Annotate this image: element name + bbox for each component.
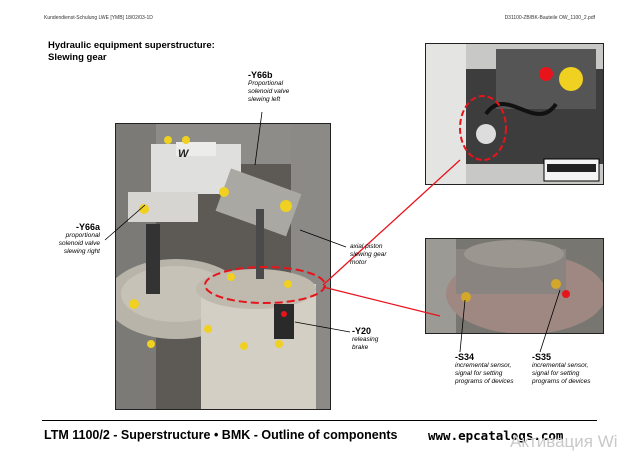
pointer-s35	[539, 289, 561, 353]
label-y66b-desc-1: Proportional	[248, 80, 284, 87]
label-y66b-desc-2: solenoid valve	[248, 88, 290, 95]
label-s34-desc-2: signal for setting	[455, 370, 503, 377]
page-header-right: D31100-ZB/BK-Bauteile OW_1100_2.pdf	[504, 15, 595, 21]
label-y66a-desc-3: slewing right	[63, 248, 100, 255]
label-y20-desc-1: releasing	[352, 336, 379, 343]
label-motor-desc-1: axial piston	[350, 243, 383, 250]
red-link-overview	[322, 159, 461, 286]
label-s35-desc-1: incremental sensor,	[532, 362, 589, 369]
label-y66b-code: -Y66b	[248, 70, 273, 80]
page-footer: LTM 1100/2 - Superstructure • BMK - Outl…	[44, 428, 398, 442]
footer-divider	[42, 420, 597, 421]
label-y66a-desc-2: solenoid valve	[58, 240, 100, 247]
title-line-2: Slewing gear	[48, 52, 107, 63]
pointer-y66a	[104, 204, 146, 241]
label-s35-desc-2: signal for setting	[532, 370, 580, 377]
label-y66b-desc-3: slewing left	[248, 96, 281, 103]
label-s34-code: -S34	[455, 352, 475, 362]
main-photo-slewing-gear	[115, 123, 331, 410]
motor-highlight-ellipse	[204, 266, 326, 304]
label-motor-desc-2: slewing gear	[350, 251, 387, 258]
label-y20-desc-2: brake	[352, 344, 369, 351]
label-s34-desc-3: programs of devices	[455, 378, 514, 385]
title-line-1: Hydraulic equipment superstructure:	[48, 40, 215, 51]
label-s35-desc-3: programs of devices	[532, 378, 591, 385]
label-y66b: -Y66b Proportional solenoid valve slewin…	[248, 70, 289, 104]
label-motor: axial piston slewing gear motor	[350, 243, 387, 267]
label-s34: -S34 incremental sensor, signal for sett…	[455, 352, 514, 386]
label-y20: -Y20 releasing brake	[352, 326, 378, 352]
label-s34-desc-1: incremental sensor,	[455, 362, 512, 369]
label-s35: -S35 incremental sensor, signal for sett…	[532, 352, 591, 386]
pointer-y20	[294, 321, 351, 333]
photo-marking-text: W	[178, 148, 189, 160]
sensor-detail-photo	[425, 238, 604, 334]
label-y66a: -Y66a proportional solenoid valve slewin…	[36, 222, 100, 256]
label-y20-code: -Y20	[352, 326, 372, 336]
overview-highlight-ellipse	[459, 95, 507, 161]
label-y66a-code: -Y66a	[75, 222, 100, 232]
red-link-sensor	[322, 286, 441, 317]
website-watermark[interactable]: www.epcatalogs.com	[428, 428, 564, 443]
pointer-y66b	[254, 111, 263, 166]
activation-watermark: Активация Wi	[510, 432, 618, 451]
pointer-s34	[459, 299, 466, 353]
label-s35-code: -S35	[532, 352, 552, 362]
label-motor-desc-3: motor	[350, 259, 367, 266]
label-y66a-desc-1: proportional	[65, 232, 100, 239]
pointer-motor	[299, 229, 347, 248]
page-title: Hydraulic equipment superstructure: Slew…	[48, 40, 215, 64]
page-header-left: Kundendienst-Schulung LWE [YMB] 18/02/03…	[44, 15, 153, 21]
